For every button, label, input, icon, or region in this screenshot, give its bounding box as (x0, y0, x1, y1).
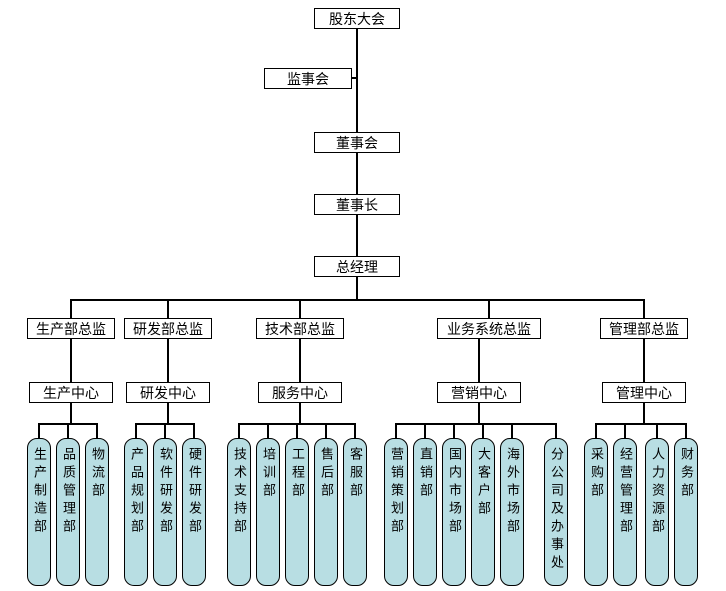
node-director-technology: 技术部总监 (256, 318, 344, 339)
dept-hardware-rnd: 硬件研发部 (182, 438, 206, 586)
node-center-service: 服务中心 (258, 382, 342, 403)
node-supervisory-board: 监事会 (264, 68, 352, 89)
dept-after-sales: 售后部 (314, 438, 338, 586)
dept-procurement: 采购部 (584, 438, 608, 586)
dept-marketing-planning: 营销策划部 (384, 438, 408, 586)
dept-direct-sales: 直销部 (413, 438, 437, 586)
dept-engineering: 工程部 (285, 438, 309, 586)
dept-customer-service: 客服部 (343, 438, 367, 586)
dept-domestic-market: 国内市场部 (442, 438, 466, 586)
node-chairman: 董事长 (314, 194, 400, 215)
dept-logistics: 物流部 (85, 438, 109, 586)
node-center-rnd: 研发中心 (126, 382, 210, 403)
node-shareholders-meeting: 股东大会 (314, 8, 400, 29)
node-director-rnd: 研发部总监 (124, 318, 212, 339)
node-director-management: 管理部总监 (600, 318, 688, 339)
dept-technical-support: 技术支持部 (227, 438, 251, 586)
dept-finance: 财务部 (674, 438, 698, 586)
dept-overseas-market: 海外市场部 (500, 438, 524, 586)
node-director-production: 生产部总监 (27, 318, 115, 339)
node-center-production: 生产中心 (29, 382, 113, 403)
dept-product-planning: 产品规划部 (124, 438, 148, 586)
dept-software-rnd: 软件研发部 (153, 438, 177, 586)
dept-production-manufacturing: 生产制造部 (27, 438, 51, 586)
dept-training: 培训部 (256, 438, 280, 586)
dept-operations-management: 经营管理部 (613, 438, 637, 586)
dept-quality-management: 品质管理部 (56, 438, 80, 586)
node-general-manager: 总经理 (314, 256, 400, 277)
dept-human-resources: 人力资源部 (645, 438, 669, 586)
dept-key-accounts: 大客户部 (471, 438, 495, 586)
dept-branch-offices: 分公司及办事处 (544, 438, 568, 586)
node-director-business-system: 业务系统总监 (437, 318, 541, 339)
node-center-marketing: 营销中心 (437, 382, 521, 403)
node-center-management: 管理中心 (602, 382, 686, 403)
node-board-of-directors: 董事会 (314, 132, 400, 153)
